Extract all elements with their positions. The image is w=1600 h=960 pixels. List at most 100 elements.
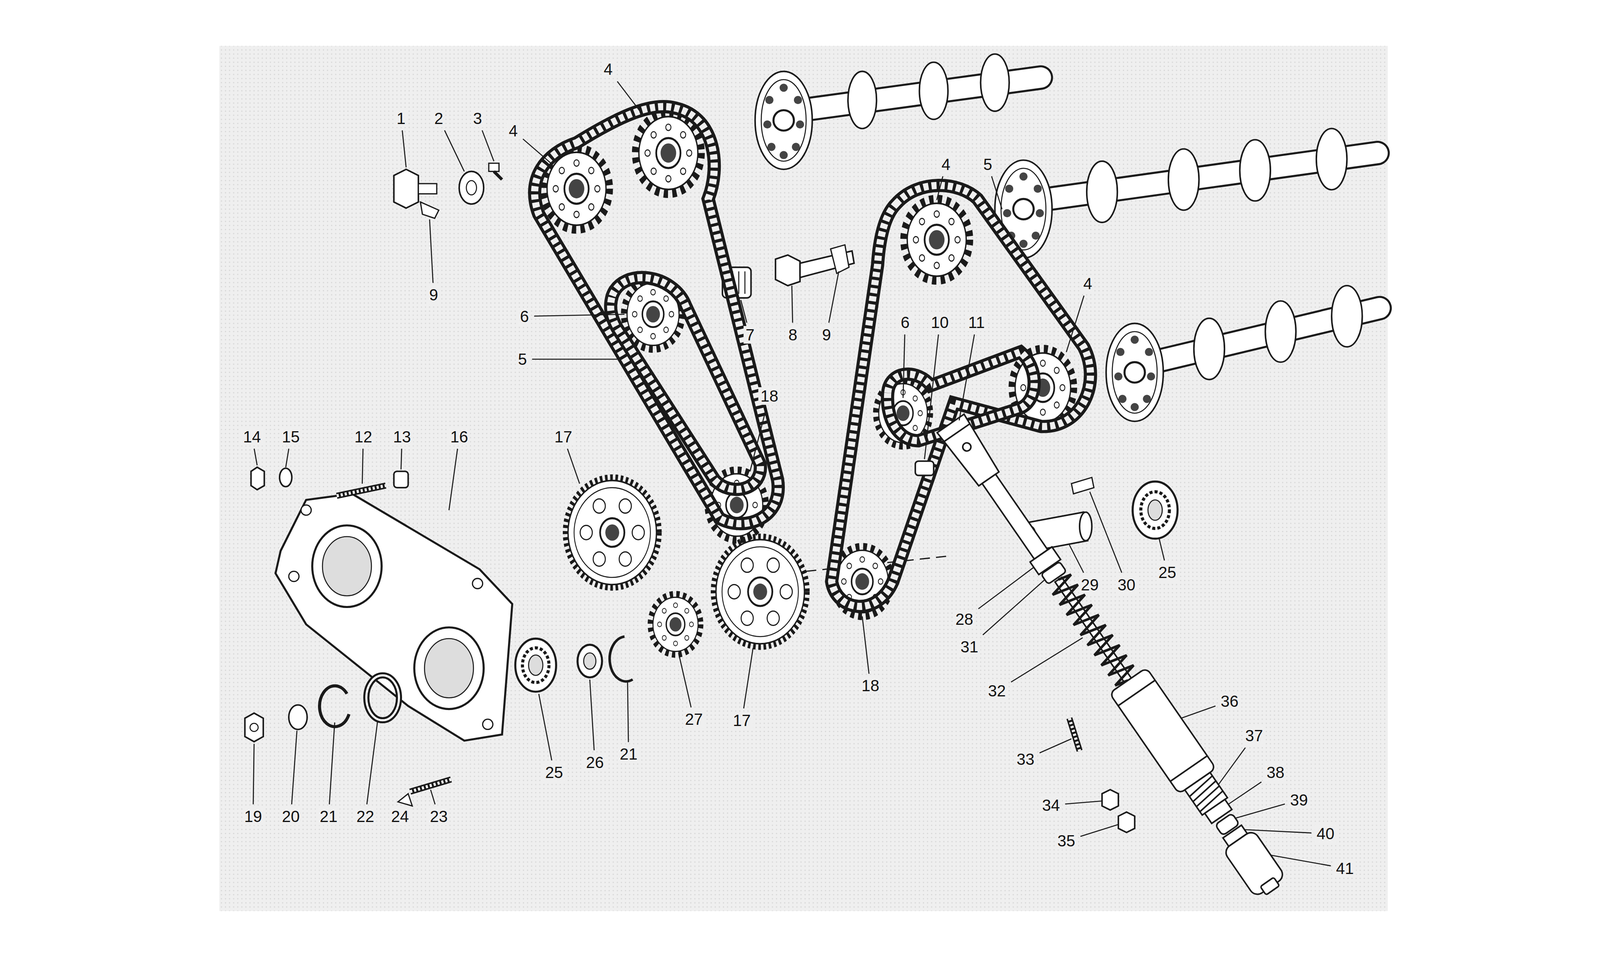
callout-number: 33 [1014, 750, 1037, 768]
leader-line [982, 579, 1045, 635]
callout-number: 7 [743, 326, 757, 344]
leader-line [1089, 492, 1122, 573]
callout-number: 18 [859, 676, 882, 695]
camshaft [755, 54, 1041, 170]
callout-number: 11 [966, 313, 988, 332]
leader-line [1159, 538, 1165, 561]
leader-line [678, 653, 691, 708]
chain-tensioner [932, 410, 1292, 904]
leader-line [448, 448, 458, 511]
background [219, 46, 1388, 912]
callout-number: 18 [758, 387, 781, 405]
leader-line [482, 130, 494, 162]
callout-number: 32 [986, 682, 1008, 700]
callout-number: 14 [241, 428, 264, 446]
camshaft [1106, 285, 1380, 422]
leader-line [750, 408, 767, 472]
leader-line [1218, 747, 1246, 785]
leader-line [1234, 804, 1285, 819]
leader-line [402, 130, 407, 168]
callout-number: 27 [682, 710, 705, 728]
leader-line [362, 448, 364, 484]
leader-line [1244, 829, 1312, 833]
callout-number: 1 [394, 109, 408, 128]
callout-number: 37 [1243, 726, 1266, 745]
leader-line [743, 648, 753, 709]
leader-line [627, 681, 629, 742]
callout-number: 17 [730, 711, 753, 730]
leader-line [903, 334, 905, 398]
callout-number: 26 [584, 753, 606, 772]
leader-line [254, 448, 257, 466]
callout-number: 15 [280, 428, 302, 446]
leader-line [291, 730, 297, 805]
leader-line [1066, 295, 1084, 352]
leader-line [991, 176, 1002, 210]
leader-line [924, 334, 939, 460]
callout-number: 2 [432, 109, 446, 128]
leader-line [429, 219, 434, 283]
callout-number: 19 [242, 807, 264, 826]
leader-line [740, 300, 747, 323]
callout-number: 8 [786, 326, 800, 344]
callout-number: 12 [352, 428, 375, 446]
callout-number: 3 [471, 109, 484, 128]
callout-number: 31 [958, 638, 981, 656]
shaft-parts [1025, 477, 1178, 833]
callout-number: 25 [1156, 563, 1179, 582]
callout-number: 6 [518, 307, 531, 326]
callout-number: 34 [1040, 796, 1062, 814]
leader-line [401, 448, 402, 470]
leader-line [366, 721, 378, 805]
callout-number: 4 [939, 155, 953, 174]
leader-line [1270, 855, 1331, 866]
leader-line [862, 616, 870, 674]
callout-number: 4 [1081, 274, 1094, 293]
chains [534, 106, 1091, 607]
callout-number: 29 [1078, 576, 1101, 594]
callout-number: 5 [981, 155, 994, 174]
leader-line [329, 722, 335, 805]
callout-number: 21 [617, 745, 640, 763]
leader-line [567, 448, 580, 484]
fasteners [244, 163, 854, 806]
leader-line [253, 744, 254, 805]
leader-line [534, 314, 625, 317]
leader-line [538, 694, 552, 761]
leader-line [936, 176, 943, 200]
callout-number: 39 [1288, 791, 1310, 809]
leader-line [532, 358, 618, 360]
leader-line [828, 271, 839, 323]
leader-line [1069, 544, 1084, 573]
callout-number: 6 [898, 313, 912, 332]
leader-line [589, 679, 594, 751]
callout-number: 9 [820, 326, 833, 344]
callout-number: 17 [552, 428, 575, 446]
leader-line [444, 130, 464, 172]
leader-line [522, 138, 551, 164]
callout-number: 25 [543, 763, 566, 782]
callout-number: 41 [1334, 859, 1356, 878]
leader-line [1065, 801, 1102, 804]
callout-number: 22 [354, 807, 377, 826]
callout-number: 10 [928, 313, 951, 332]
callout-number: 30 [1115, 576, 1138, 594]
camshaft [994, 128, 1378, 258]
timing-housing [275, 493, 513, 741]
callout-number: 28 [953, 610, 976, 628]
leader-line [978, 567, 1034, 609]
leader-line [430, 789, 436, 804]
callout-number: 4 [506, 122, 520, 140]
leader-line [1180, 706, 1216, 719]
callout-number: 5 [516, 350, 529, 368]
leader-line [285, 448, 289, 468]
callout-number: 36 [1218, 692, 1241, 710]
callout-number: 9 [427, 286, 440, 304]
callout-number: 13 [391, 428, 414, 446]
leader-line [1011, 637, 1083, 682]
leader-line [617, 81, 641, 112]
callout-number: 23 [428, 807, 450, 826]
leader-line [1039, 738, 1072, 753]
